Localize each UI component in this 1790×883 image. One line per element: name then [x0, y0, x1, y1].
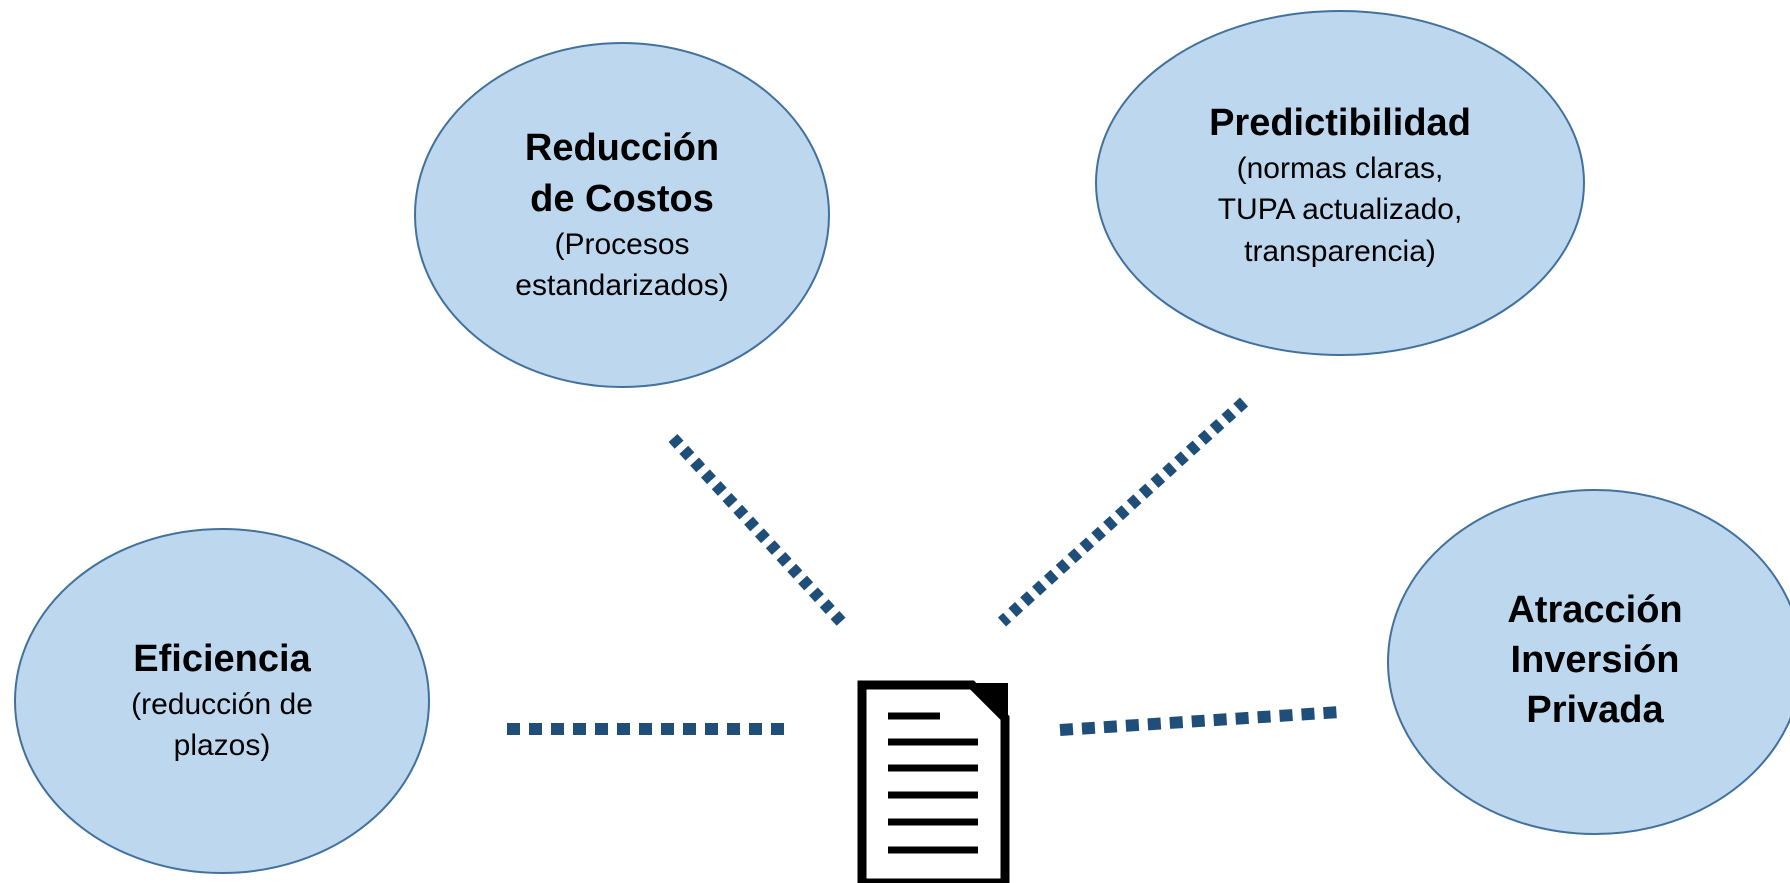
node-predictibilidad-shape — [1095, 10, 1585, 356]
connector-predictibilidad — [997, 397, 1249, 627]
connector-reduccion — [668, 433, 850, 631]
node-reduccion-costos-shape — [414, 42, 830, 388]
node-atraccion-title: Atracción Inversión Privada — [1507, 588, 1683, 732]
node-eficiencia: Eficiencia (reducción de plazos) — [52, 620, 392, 780]
node-atraccion-shape — [1387, 489, 1790, 835]
document-icon — [857, 680, 1010, 883]
node-reduccion-costos-subtitle: (Procesos estandarizados) — [515, 227, 729, 303]
node-eficiencia-shape — [14, 528, 430, 874]
node-reduccion-costos-title: Reducción de Costos — [524, 127, 720, 220]
node-atraccion: Atracción Inversión Privada — [1425, 570, 1765, 750]
node-eficiencia-subtitle: (reducción de plazos) — [131, 687, 313, 763]
node-predictibilidad-title: Predictibilidad — [1209, 101, 1471, 144]
node-eficiencia-title: Eficiencia — [133, 637, 311, 680]
node-predictibilidad-subtitle: (normas claras, TUPA actualizado, transp… — [1217, 151, 1463, 268]
node-predictibilidad: Predictibilidad (normas claras, TUPA act… — [1130, 90, 1550, 280]
connector-atraccion — [1059, 706, 1341, 736]
node-reduccion-costos: Reducción de Costos (Procesos estandariz… — [442, 90, 802, 340]
